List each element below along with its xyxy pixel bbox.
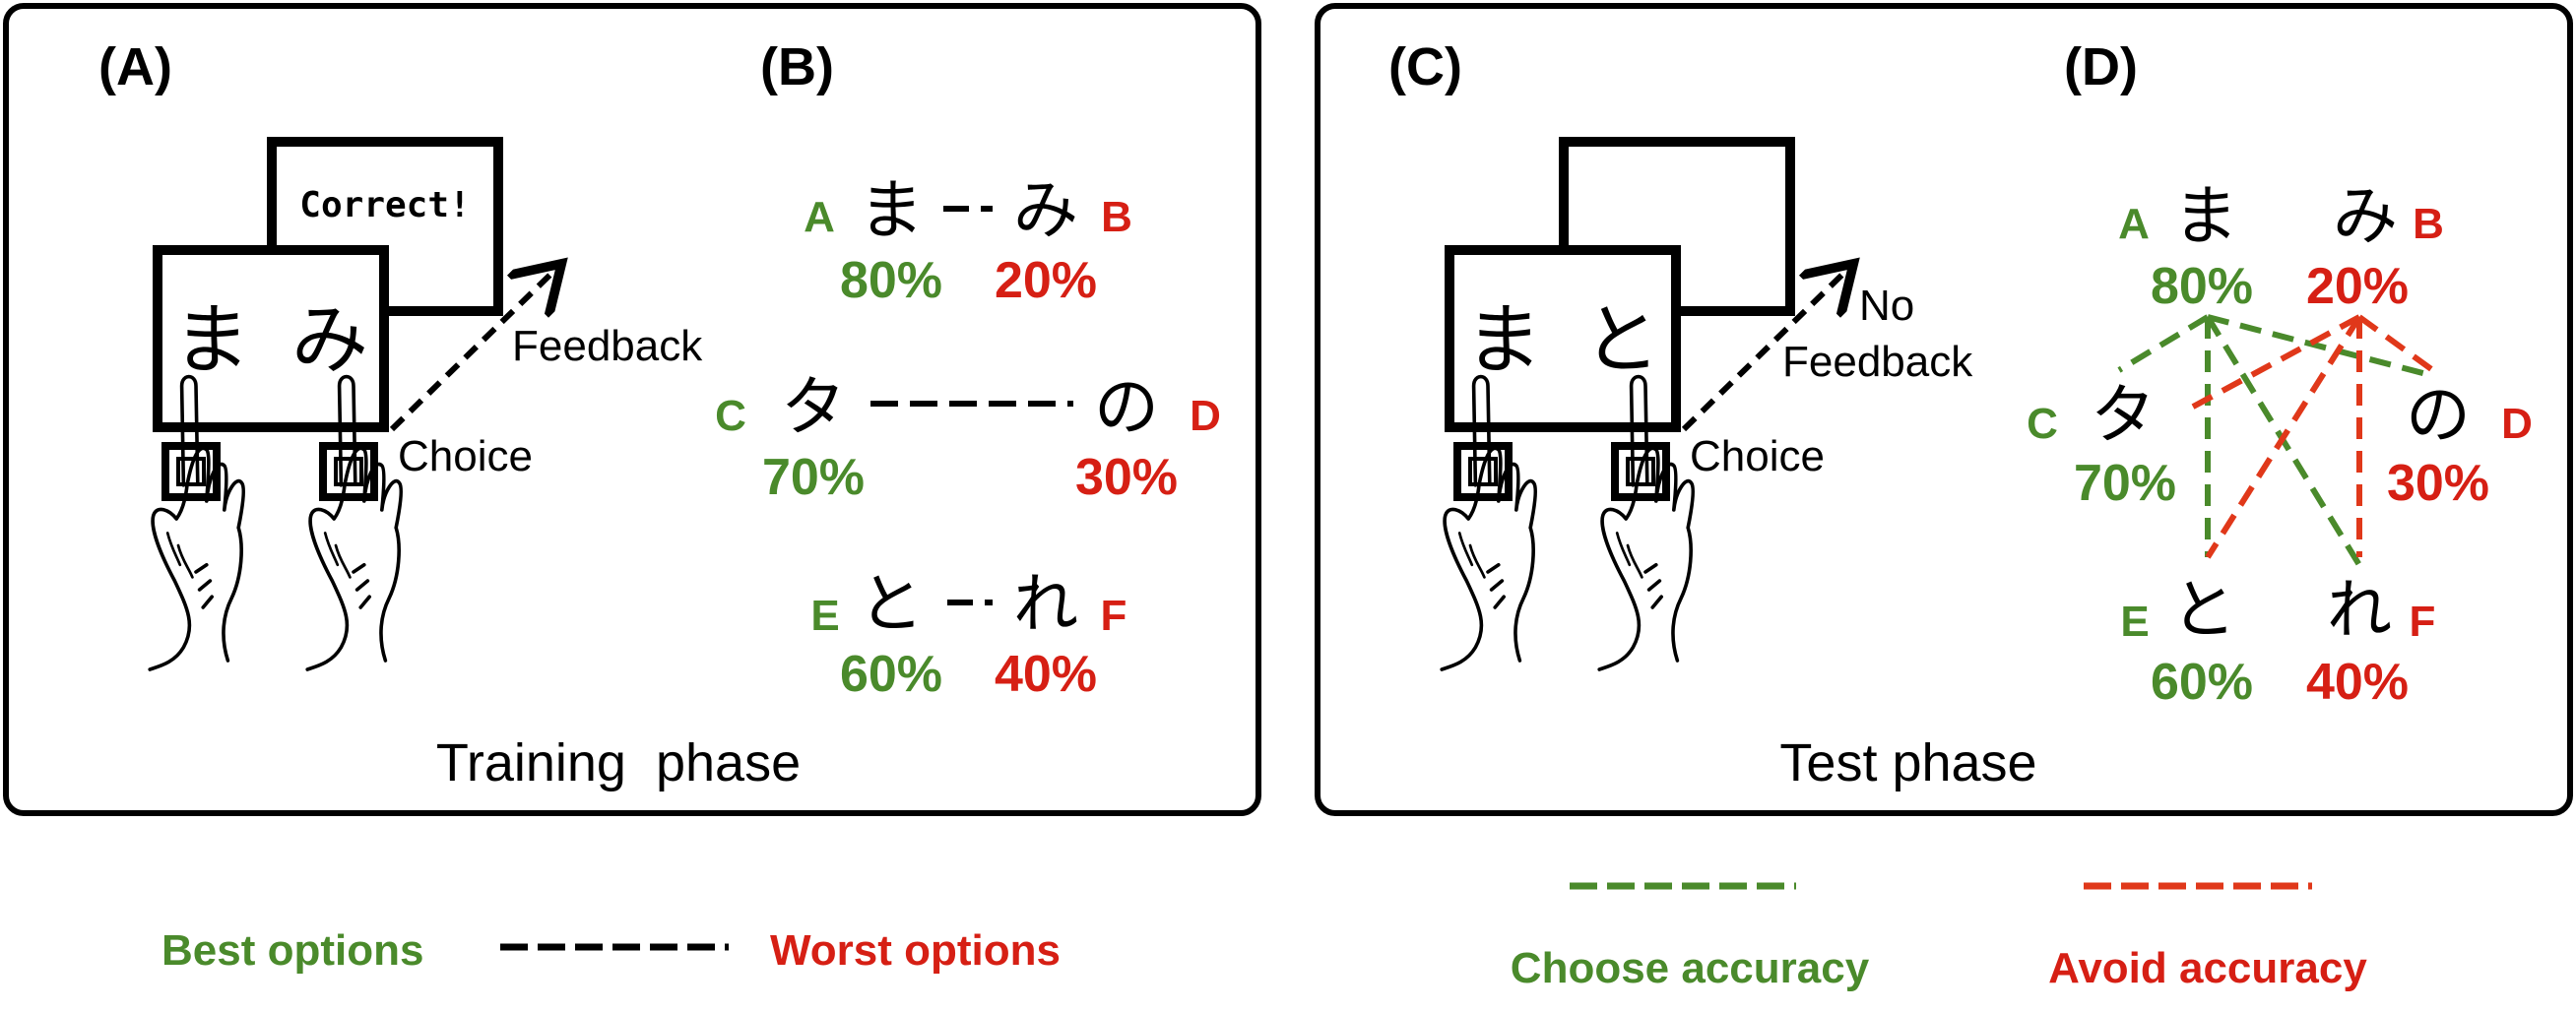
char-a: ま [859,172,924,248]
test-pct-a: 80% [2151,258,2253,315]
no-feedback-label-line2: Feedback [1782,338,1973,386]
test-letter-a: A [2118,200,2150,248]
pct-e: 60% [840,646,942,703]
test-choice-label: Choice [1690,432,1825,480]
char-e: と [859,566,924,642]
test-left-button-inner [1468,457,1498,486]
panel-b-label: (B) [760,37,834,96]
choice-label: Choice [398,432,533,480]
test-option-a: A ま 80% [2118,178,2253,315]
test-pct-d: 30% [2387,455,2489,512]
letter-b: B [1101,193,1132,241]
left-button-inner [176,457,206,486]
char-f: れ [1013,566,1078,642]
letter-f: F [1101,592,1127,640]
letter-d: D [1190,392,1221,440]
right-button-inner [334,457,363,486]
test-letter-c: C [2027,400,2058,448]
char-c: タ [781,369,846,445]
no-feedback-label-line1: No [1859,282,1914,330]
test-stimulus-left-char: ま [1465,296,1542,385]
test-pct-b: 20% [2306,258,2409,315]
panel-d-label: (D) [2064,37,2138,96]
avoid-line-b-d [2357,314,2440,377]
test-char-d: の [2406,377,2471,453]
letter-c: C [715,392,746,440]
legend-best-options: Best options [161,926,423,975]
pct-f: 40% [995,646,1097,703]
test-letter-d: D [2501,400,2533,448]
panel-c-label: (C) [1388,37,1462,96]
test-option-f: れ F 40% [2306,572,2435,711]
test-letter-f: F [2410,598,2436,646]
choose-accuracy-lines [2117,314,2435,567]
test-pct-f: 40% [2306,654,2409,711]
test-letter-e: E [2120,598,2149,646]
stimulus-right-char: み [291,296,368,385]
letter-e: E [810,592,839,640]
pct-a: 80% [840,252,942,309]
avoid-line-b-e [2205,315,2362,559]
char-b: み [1013,172,1078,248]
legend-avoid-accuracy: Avoid accuracy [2048,944,2367,992]
avoid-accuracy-lines [2182,314,2440,559]
no-feedback-arrow [1681,268,1849,432]
training-phase-label: Training phase [436,733,801,792]
test-char-c: タ [2091,377,2156,453]
panel-a-label: (A) [98,37,172,96]
test-option-e: E と 60% [2120,572,2253,711]
stimulus-left-char: ま [173,296,250,385]
test-pct-e: 60% [2151,654,2253,711]
test-char-b: み [2333,178,2398,254]
training-pair-cd: C タ の D 70% 30% [715,369,1221,506]
legend-worst-options: Worst options [770,926,1061,975]
training-pair-ab: A ま み B 80% 20% [804,172,1132,309]
pct-d: 30% [1075,449,1178,506]
test-stimulus-right-char: と [1583,296,1660,385]
test-option-b: み B 20% [2306,178,2444,315]
feedback-arrow [389,268,557,432]
test-panel-frame [1315,3,2573,816]
choose-line-a-d [2207,314,2435,379]
test-char-e: と [2171,572,2236,648]
feedback-text: Correct! [299,185,470,225]
training-pair-ef: E と れ F 60% 40% [810,566,1127,703]
pct-c: 70% [762,449,865,506]
test-pct-c: 70% [2074,455,2176,512]
test-right-button-inner [1626,457,1655,486]
test-phase-label: Test phase [1779,733,2036,792]
test-option-c: C タ 70% [2027,377,2176,512]
training-panel-frame [3,3,1261,816]
test-char-f: れ [2327,572,2392,648]
pct-b: 20% [995,252,1097,309]
choose-line-a-c [2117,314,2210,373]
char-d: の [1094,369,1159,445]
test-option-d: の D 30% [2387,377,2533,512]
letter-a: A [804,193,835,241]
test-letter-b: B [2413,200,2444,248]
feedback-label: Feedback [512,322,703,370]
legend-choose-accuracy: Choose accuracy [1511,944,1870,992]
test-char-a: ま [2173,178,2238,254]
